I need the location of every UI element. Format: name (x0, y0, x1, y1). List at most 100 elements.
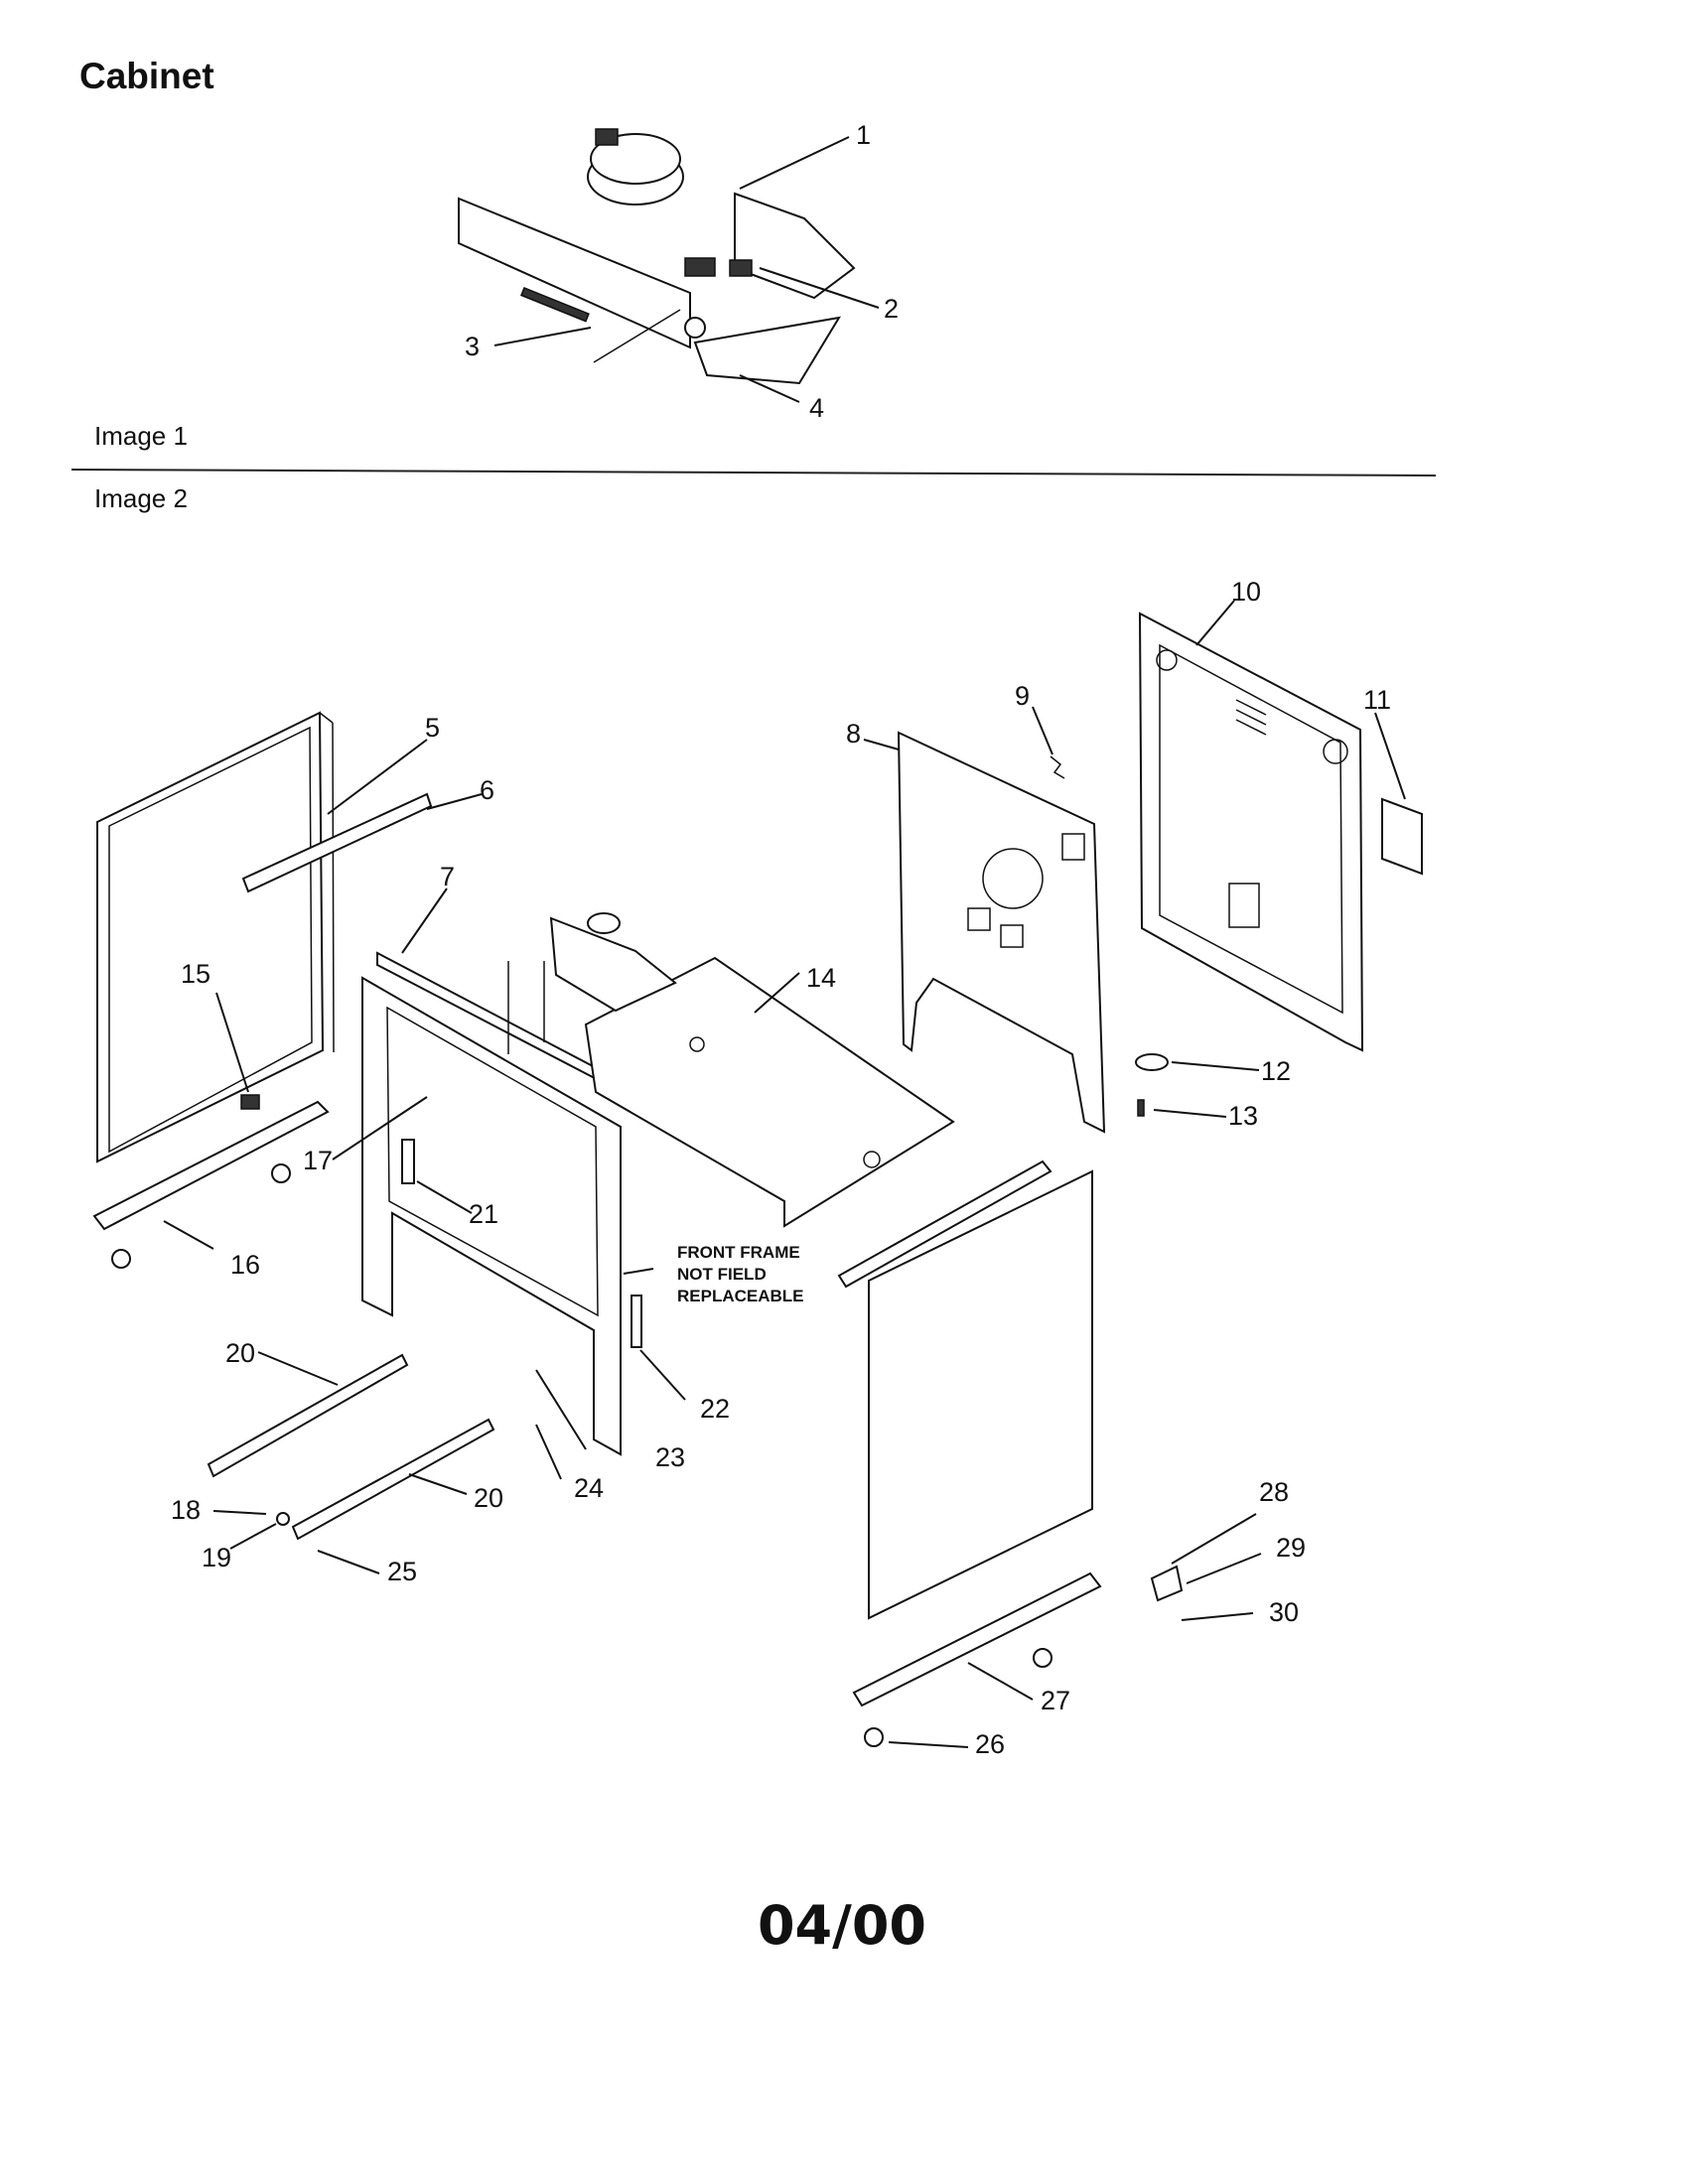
callout-13: 13 (1228, 1101, 1258, 1131)
callout-28: 28 (1259, 1477, 1289, 1507)
control-motor-small (587, 912, 621, 934)
callout-14: 14 (806, 963, 836, 993)
callout-12: 12 (1261, 1056, 1291, 1086)
rear-cover (1138, 612, 1364, 1052)
grommet (1135, 1053, 1169, 1071)
back-panel-cutout-2 (1000, 924, 1024, 948)
frame-slot-bracket (401, 1139, 415, 1184)
bracket-slot (520, 287, 590, 323)
callout-16: 16 (230, 1250, 260, 1280)
rear-cover-label (1228, 883, 1260, 928)
back-panel-vent (982, 848, 1044, 909)
callout-19: 19 (202, 1543, 231, 1572)
left-side-panel-shape (96, 711, 325, 1163)
callout-25: 25 (387, 1557, 417, 1586)
leader-3 (493, 327, 592, 346)
callout-24: 24 (574, 1473, 604, 1503)
callout-10: 10 (1231, 577, 1261, 607)
control-bracket (458, 197, 691, 349)
shaft-bushing (684, 317, 706, 339)
footer-date: 04/00 (757, 1894, 926, 1957)
right-foot-front (864, 1727, 884, 1747)
callout-5: 5 (425, 713, 440, 743)
right-base-rail (852, 1571, 1102, 1707)
rear-cover-hole-2 (1323, 739, 1348, 764)
callout-23: 23 (655, 1442, 685, 1472)
rear-cover-louver-2 (1235, 709, 1267, 726)
front-frame-opening (386, 1006, 599, 1317)
callout-11: 11 (1363, 685, 1391, 715)
left-base-rail (92, 1100, 330, 1231)
rail-roller (276, 1512, 290, 1526)
cooktop-base-pan (584, 956, 955, 1228)
side-bracket (240, 1094, 260, 1110)
right-foot-rear (1033, 1648, 1052, 1668)
control-shaft (593, 309, 681, 363)
image1-label: Image 1 (94, 421, 188, 451)
note-line-3: REPLACEABLE (677, 1287, 804, 1305)
switch-block (684, 257, 716, 277)
callout-3: 3 (465, 332, 480, 361)
left-foot-front (111, 1249, 131, 1269)
callout-8: 8 (846, 719, 861, 749)
image1-control-assembly: 1 2 3 4 (458, 120, 899, 423)
wire-clip (1050, 755, 1065, 779)
callout-29: 29 (1276, 1533, 1306, 1563)
screw (1137, 1099, 1145, 1117)
rear-cover-hole-1 (1156, 649, 1178, 671)
leader-2 (759, 267, 880, 309)
base-pan-hole-2 (689, 1036, 705, 1052)
callout-1: 1 (856, 120, 871, 150)
note-line-1: FRONT FRAME (677, 1243, 800, 1262)
rear-cover-louver-3 (1235, 719, 1267, 736)
back-panel (897, 731, 1106, 1134)
callout-30: 30 (1269, 1597, 1299, 1627)
callout-21: 21 (469, 1199, 498, 1229)
right-side-panel (837, 1160, 1093, 1620)
callout-2: 2 (884, 294, 899, 324)
left-foot-rear (271, 1163, 291, 1183)
leader-lines (163, 600, 1406, 1748)
leader-1 (739, 136, 850, 190)
callout-18: 18 (171, 1495, 201, 1525)
back-panel-cutout-3 (1061, 833, 1085, 861)
control-assembly-small (549, 916, 677, 1013)
right-top-rail (837, 1160, 1052, 1289)
switch-block-2 (729, 259, 753, 277)
callout-15: 15 (181, 959, 210, 989)
mounting-plate (693, 316, 841, 385)
callout-4: 4 (809, 393, 824, 423)
vent-grille (1381, 797, 1423, 876)
top-rail (241, 792, 433, 893)
page-title: Cabinet (79, 56, 214, 96)
callout-20a: 20 (225, 1338, 255, 1368)
left-side-panel (96, 711, 335, 1163)
rear-cover-inner (1159, 643, 1343, 1015)
callout-7: 7 (440, 862, 455, 891)
back-panel-cutout-1 (967, 907, 991, 931)
callout-27: 27 (1041, 1686, 1070, 1715)
callout-20b: 20 (474, 1483, 503, 1513)
motor-terminal (595, 128, 619, 146)
note-line-2: NOT FIELD (677, 1265, 767, 1284)
motor-plate (734, 192, 856, 300)
lower-rail-upper (207, 1353, 409, 1478)
callout-6: 6 (480, 775, 494, 805)
rear-cover-louver-1 (1235, 699, 1267, 716)
left-panel-flange-edge (332, 722, 335, 1053)
leader-4 (739, 374, 800, 403)
hinge-bracket (631, 1295, 642, 1348)
right-side-panel-shape (868, 1169, 1093, 1620)
image2-label: Image 2 (94, 483, 188, 513)
rear-cover-shape (1138, 612, 1364, 1052)
left-side-panel-inner (108, 726, 313, 1154)
callout-26: 26 (975, 1729, 1005, 1759)
motor-top (590, 133, 681, 185)
lower-rail-lower (291, 1418, 495, 1541)
anti-tip-bracket (1150, 1565, 1184, 1602)
callout-9: 9 (1015, 681, 1030, 711)
left-panel-flange (319, 712, 334, 724)
callout-17: 17 (303, 1146, 333, 1175)
base-pan-hole-1 (863, 1151, 881, 1168)
